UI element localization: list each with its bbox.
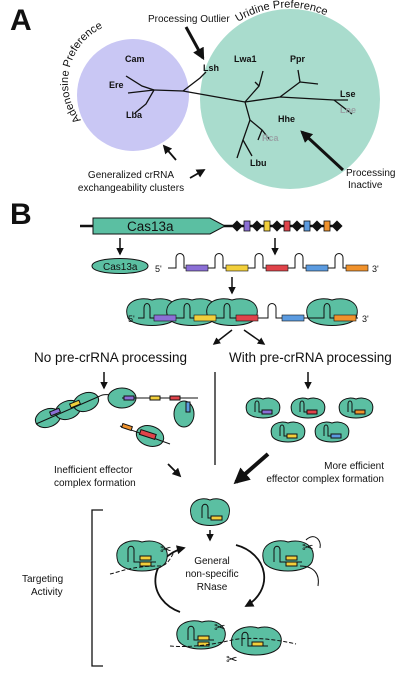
inefficient-label-2: complex formation — [54, 478, 136, 489]
rnase-label-3: RNase — [197, 582, 228, 593]
clusters-caption-2: exchangeability clusters — [78, 183, 184, 194]
pre-crrna-3prime: 3' — [372, 264, 379, 274]
species-lba: Lba — [126, 110, 143, 120]
panel-a-letter: A — [10, 4, 32, 37]
cluster-arrow-right — [189, 169, 206, 179]
spacer-blue — [305, 264, 329, 272]
species-hhe: Hhe — [278, 114, 295, 124]
rnase-label-1: General — [194, 556, 230, 567]
inefficient-arrow — [167, 463, 182, 478]
rnase-label-2: non-specific — [185, 569, 238, 580]
species-lsh: Lsh — [203, 63, 219, 73]
species-cam: Cam — [125, 54, 145, 64]
efficient-label-1: More efficient — [324, 461, 384, 472]
rnase-cycle-arrow-right — [235, 544, 266, 607]
no-processing-label: No pre-crRNA processing — [34, 350, 187, 365]
cas13a-protein-label: Cas13a — [103, 262, 138, 273]
processing-outlier-label: Processing Outlier — [148, 14, 230, 25]
cluster-arrow-left — [162, 144, 177, 161]
complex-5prime: 5' — [128, 314, 135, 324]
species-lwa1: Lwa1 — [234, 54, 257, 64]
clusters-caption-1: Generalized crRNA — [88, 170, 174, 181]
processing-inactive-label-2: Inactive — [348, 180, 383, 191]
targeting-label-1: Targeting — [22, 574, 63, 585]
species-lse: Lse — [340, 89, 356, 99]
inefficient-label-1: Inefficient effector — [54, 465, 133, 476]
species-ppr: Ppr — [290, 54, 306, 64]
svg-text:✂: ✂ — [160, 541, 172, 557]
cas13a-protein — [91, 258, 149, 274]
pre-crrna-5prime: 5' — [155, 264, 162, 274]
phylogenetic-tree — [125, 69, 353, 159]
processed-complexes — [245, 397, 374, 443]
adenosine-preference-region — [77, 39, 189, 151]
targeting-label-2: Activity — [31, 587, 63, 598]
pre-crrna-transcript: 5' 3' — [155, 253, 379, 274]
svg-text:✂: ✂ — [226, 651, 238, 667]
processing-inactive-arrow — [300, 130, 345, 172]
unprocessed-complexes — [34, 387, 198, 447]
spacer-purple — [185, 264, 209, 272]
spacer-red — [265, 264, 289, 272]
complex-3prime: 3' — [362, 314, 369, 324]
efficient-label-2: effector complex formation — [266, 474, 384, 485]
svg-text:✂: ✂ — [302, 539, 314, 555]
cleaving-complex-left: ✂ — [109, 540, 175, 575]
cleaving-complex-right: ✂ — [262, 536, 321, 587]
with-processing-label: With pre-crRNA processing — [229, 350, 392, 365]
spacer-yellow — [225, 264, 249, 272]
rnase-cycle-arrow-left — [154, 545, 186, 613]
processing-inactive-label-1: Processing — [346, 168, 395, 179]
species-lne: Lne — [340, 105, 356, 115]
processing-outlier-arrow — [184, 26, 205, 61]
effector-complex — [190, 498, 230, 526]
targeting-bracket — [91, 509, 103, 667]
svg-text:✂: ✂ — [214, 619, 226, 635]
efficient-arrow — [233, 452, 270, 485]
cleaving-complex-bottom: ✂ ✂ — [169, 619, 297, 667]
with-processing-arrow — [243, 329, 266, 345]
bound-pre-crrna-complex: 5' 3' — [126, 298, 369, 326]
crispr-array — [231, 220, 343, 232]
no-processing-arrow — [212, 329, 233, 345]
spacer-orange — [345, 264, 369, 272]
species-lbu: Lbu — [250, 158, 267, 168]
cas13a-gene-label: Cas13a — [127, 219, 174, 234]
cas13a-locus: Cas13a — [80, 217, 343, 235]
species-ere: Ere — [109, 80, 124, 90]
panel-b-letter: B — [10, 198, 32, 231]
species-rca: Rca — [262, 133, 280, 143]
